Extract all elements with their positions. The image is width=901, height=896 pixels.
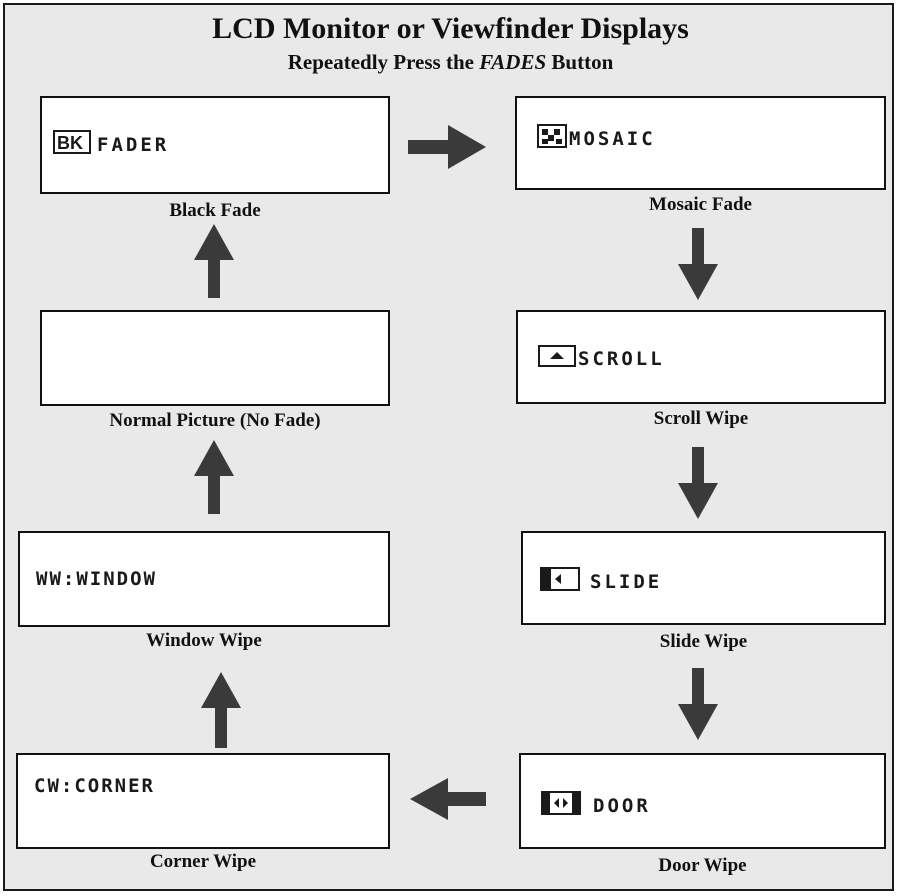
arrow-up-to-black [194, 224, 234, 298]
corner-wipe-screen [16, 753, 390, 849]
normal-picture-screen [40, 310, 390, 406]
window-wipe-readout: WW:WINDOW [36, 568, 157, 590]
scroll-wipe-readout: SCROLL [538, 345, 665, 372]
mosaic-icon [537, 124, 567, 153]
arrow-down-to-slide [678, 447, 718, 519]
corner-wipe-readout: CW:CORNER [34, 775, 155, 797]
black-fade-icon: BK [53, 130, 91, 159]
subtitle-prefix: Repeatedly Press the [287, 50, 480, 74]
slide-wipe-screen [521, 531, 886, 625]
window-wipe-screen [18, 531, 390, 627]
arrow-up-to-window [201, 672, 241, 748]
slide-left-icon [540, 567, 580, 596]
black-fade-icon-text: BK [57, 133, 83, 153]
door-wipe-readout: DOOR [541, 791, 651, 820]
corner-wipe-caption: Corner Wipe [149, 851, 257, 872]
slide-wipe-label: SLIDE [590, 570, 663, 593]
mosaic-fade-screen [515, 96, 886, 190]
window-wipe-caption: Window Wipe [146, 630, 262, 651]
subtitle-suffix: Button [546, 50, 614, 74]
black-fade-readout: BK FADER [53, 130, 169, 159]
door-open-icon [541, 791, 581, 820]
mosaic-fade-caption: Mosaic Fade [649, 194, 752, 215]
door-wipe-label: DOOR [593, 794, 651, 817]
diagram-subtitle: Repeatedly Press the FADES Button [0, 50, 901, 74]
arrow-left-to-corner [410, 778, 486, 820]
mosaic-fade-label: MOSAIC [569, 127, 656, 150]
diagram-title: LCD Monitor or Viewfinder Displays [212, 12, 689, 45]
scroll-up-icon [538, 345, 576, 372]
slide-wipe-readout: SLIDE [540, 567, 662, 596]
scroll-wipe-caption: Scroll Wipe [653, 408, 749, 429]
subtitle-button-name: FADES [479, 50, 547, 74]
arrow-right-to-mosaic [408, 125, 486, 169]
arrow-up-to-normal [194, 440, 234, 514]
normal-picture-caption: Normal Picture (No Fade) [109, 410, 321, 431]
arrow-down-to-scroll [678, 228, 718, 300]
scroll-wipe-screen [516, 310, 886, 404]
scroll-wipe-label: SCROLL [578, 347, 665, 370]
black-fade-caption: Black Fade [169, 200, 261, 221]
mosaic-fade-readout: MOSAIC [537, 124, 656, 153]
arrow-down-to-door [678, 668, 718, 740]
black-fade-screen [40, 96, 390, 194]
door-wipe-caption: Door Wipe [658, 855, 747, 876]
black-fade-label: FADER [97, 133, 170, 156]
slide-wipe-caption: Slide Wipe [659, 631, 748, 652]
